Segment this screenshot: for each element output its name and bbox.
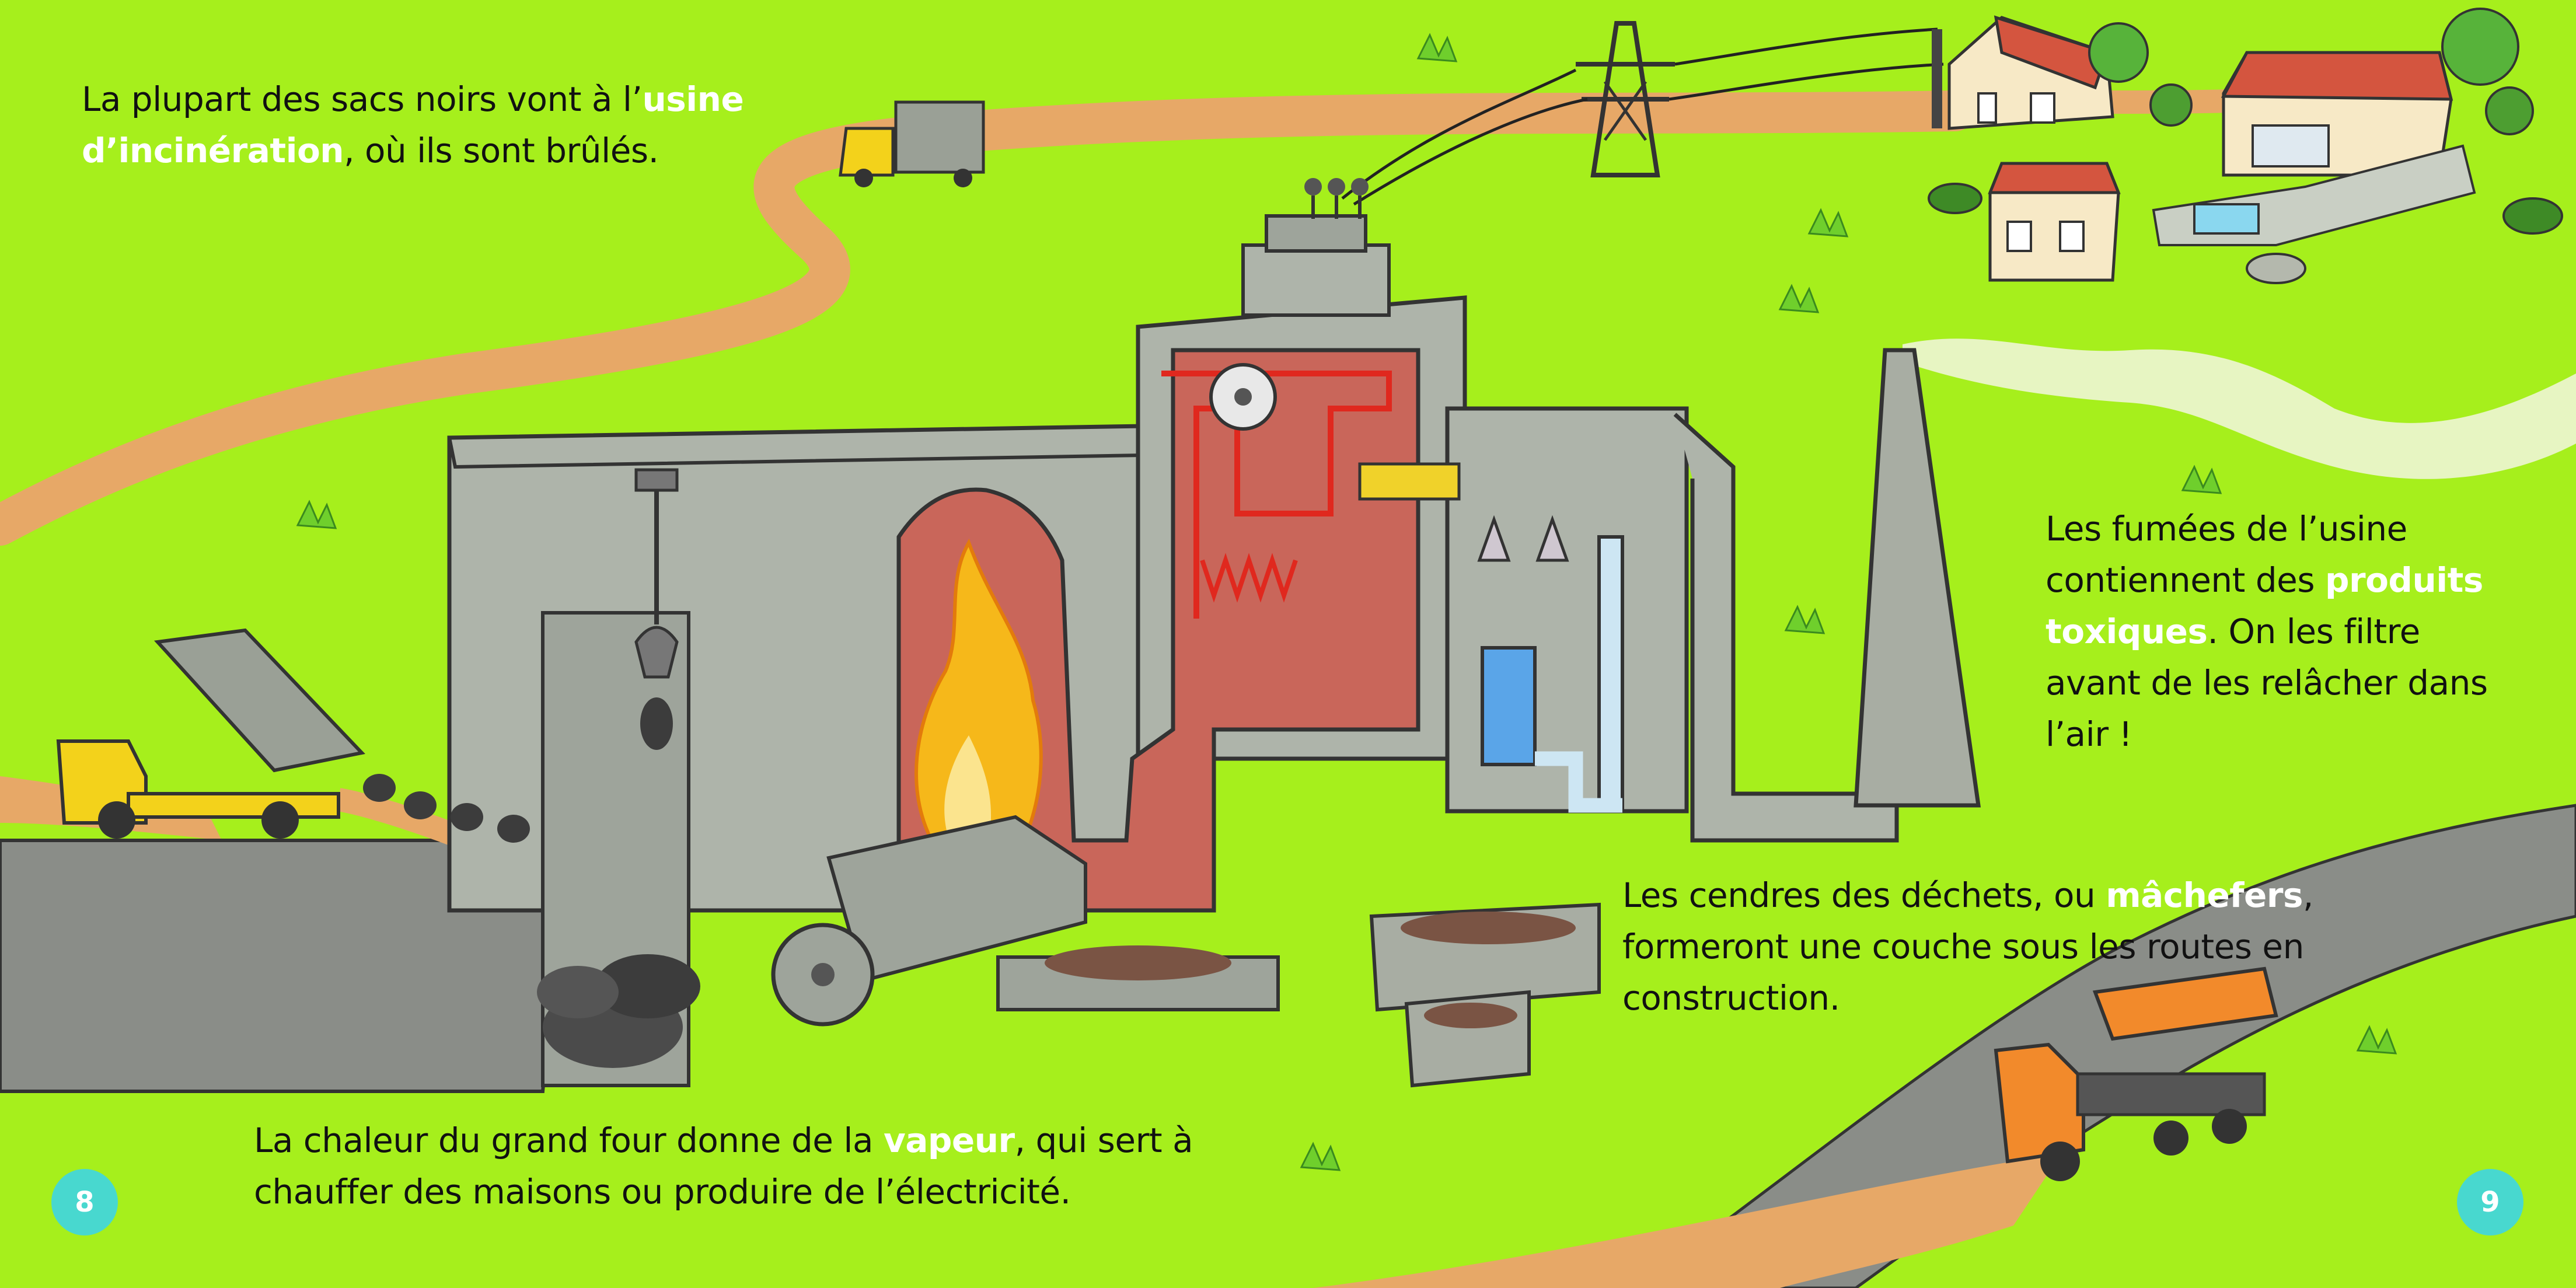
generator-sign bbox=[1358, 462, 1461, 501]
crane-claw-icon bbox=[634, 468, 679, 750]
caption-fumes-highlight: produits toxiques bbox=[2046, 560, 2483, 651]
combustion-grate bbox=[771, 815, 1280, 1027]
fume-filters bbox=[1477, 515, 1624, 813]
caption-incineration: La plupart des sacs noirs vont à l’usine… bbox=[82, 74, 817, 176]
garbage-truck-icon bbox=[839, 100, 985, 187]
power-pylon-icon bbox=[1576, 21, 1675, 177]
caption-heat-text: La chaleur du grand four donne de la bbox=[254, 1121, 884, 1160]
page-number-left: 8 bbox=[51, 1169, 118, 1235]
house-icon bbox=[1947, 15, 2114, 130]
caption-ashes-text-end: , formeront une couche sous les routes e… bbox=[1622, 875, 2313, 1018]
caption-incineration-text: La plupart des sacs noirs vont à l’ bbox=[82, 79, 643, 119]
turbine-icon bbox=[1209, 363, 1277, 431]
caption-heat-highlight: vapeur bbox=[883, 1121, 1015, 1160]
trees bbox=[1928, 8, 2563, 284]
caption-fumes-text-end: . On les filtre avant de les relâcher da… bbox=[2046, 612, 2488, 754]
caption-ashes: Les cendres des déchets, ou mâchefers, f… bbox=[1622, 870, 2381, 1024]
caption-fumes: Les fumées de l’usine contiennent des pr… bbox=[2046, 503, 2524, 760]
dump-truck-icon bbox=[56, 628, 530, 843]
page-number-right: 9 bbox=[2457, 1169, 2523, 1235]
house-icon bbox=[2152, 51, 2476, 246]
chimney-smoke bbox=[1903, 338, 2576, 479]
dump-truck-icon bbox=[1994, 966, 2278, 1181]
caption-heat-text-end: , qui sert à chauffer des maisons ou pro… bbox=[254, 1121, 1193, 1212]
caption-incineration-highlight: usine d’incinération bbox=[82, 79, 744, 170]
caption-ashes-highlight: mâchefers bbox=[2106, 875, 2303, 915]
caption-heat: La chaleur du grand four donne de la vap… bbox=[254, 1115, 1199, 1217]
waste-bunker bbox=[537, 611, 700, 1087]
ash-bins bbox=[1369, 902, 1601, 1088]
caption-ashes-text: Les cendres des déchets, ou bbox=[1622, 875, 2106, 915]
house-icon bbox=[1988, 162, 2121, 282]
caption-incineration-text-end: , où ils sont brûlés. bbox=[344, 131, 659, 170]
chimney-icon bbox=[1854, 348, 1981, 808]
caption-fumes-text: Les fumées de l’usine contiennent des bbox=[2046, 509, 2407, 600]
